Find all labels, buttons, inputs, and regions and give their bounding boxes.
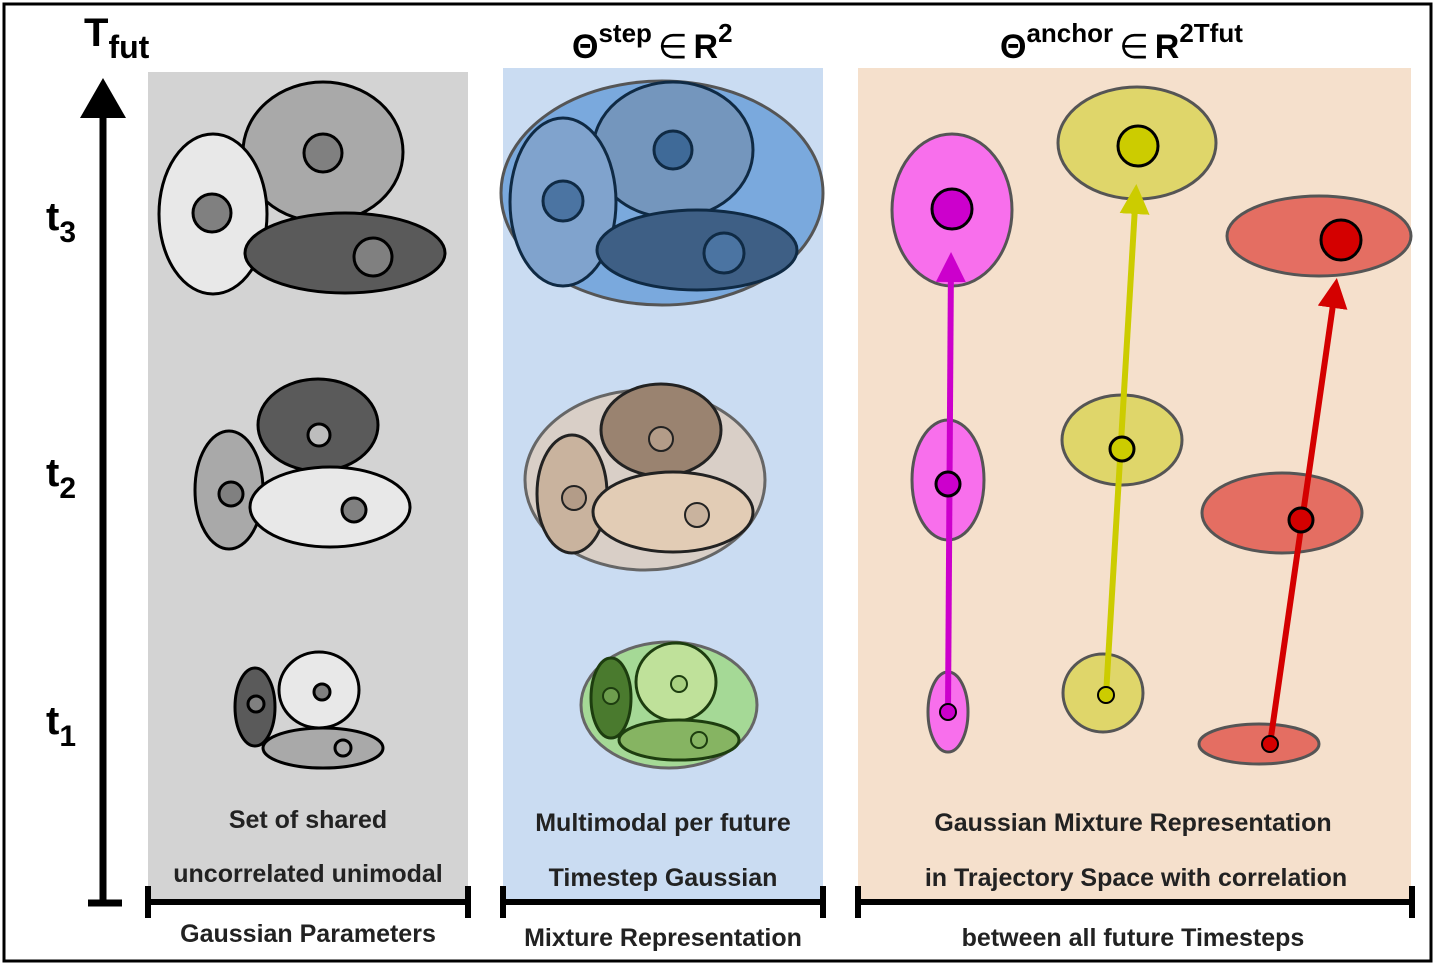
tick-t2: t2: [46, 451, 76, 505]
panel-step-gaussians: [499, 79, 825, 770]
tick-t3: t3: [46, 195, 76, 249]
anchor-point: [930, 187, 974, 231]
caption-shared-line1: Set of shared: [229, 806, 387, 834]
gaussian-mean: [340, 496, 368, 524]
gaussian-mean: [652, 129, 694, 171]
gaussian-mean: [246, 694, 266, 714]
caption-shared-line2: uncorrelated unimodal: [173, 860, 442, 888]
anchor-point: [1319, 218, 1363, 262]
gaussian-mean: [312, 682, 332, 702]
gaussian-ellipse: [595, 208, 799, 292]
time-axis: Tfut t3 t2 t1: [46, 11, 150, 907]
anchor-point: [1287, 506, 1315, 534]
anchor-ellipse: [1225, 194, 1413, 278]
panel-brackets: [145, 886, 1415, 918]
anchor-point: [939, 703, 957, 721]
caption-anchor-line2: in Trajectory Space with correlation: [925, 864, 1347, 892]
gaussian-ellipse: [591, 470, 755, 554]
anchor-ellipse: [1197, 722, 1321, 766]
gaussian-mean: [541, 179, 585, 223]
anchor-point: [1108, 435, 1136, 463]
anchor-heading: Θanchor∈R2Tfut: [1000, 18, 1243, 66]
anchor-ellipse: [1200, 471, 1364, 555]
axis-title: Tfut: [84, 11, 150, 65]
gaussian-mean: [648, 426, 674, 452]
gaussian-ellipse: [261, 726, 385, 770]
caption-anchor-line3: between all future Timesteps: [962, 924, 1305, 952]
gaussian-mean: [561, 485, 587, 511]
caption-step-line1: Multimodal per future: [535, 809, 791, 837]
gaussian-mean: [670, 675, 688, 693]
caption-shared-line3: Gaussian Parameters: [180, 920, 436, 948]
gaussian-mean: [333, 738, 353, 758]
time-axis-arrowhead: [80, 78, 126, 118]
gaussian-mean: [690, 731, 708, 749]
gaussian-ellipse: [617, 718, 741, 762]
gaussian-ellipse: [243, 211, 447, 295]
gaussian-mean: [191, 192, 233, 234]
captions: Set of shared uncorrelated unimodal Gaus…: [173, 806, 1347, 952]
anchor-point: [1097, 686, 1115, 704]
panel-anchor-gaussians: [890, 85, 1413, 766]
anchor-point: [1261, 735, 1279, 753]
step-heading: Θstep∈R2: [572, 18, 733, 66]
gaussian-mean: [702, 231, 746, 275]
gaussian-mean: [306, 422, 332, 448]
panel-shared-gaussians: [157, 80, 447, 770]
tick-t1: t1: [46, 699, 76, 753]
caption-step-line2: Timestep Gaussian: [549, 864, 778, 892]
gaussian-ellipse: [248, 465, 412, 549]
gaussian-mean: [602, 687, 620, 705]
anchor-point: [934, 470, 962, 498]
caption-step-line3: Mixture Representation: [524, 924, 802, 952]
caption-anchor-line1: Gaussian Mixture Representation: [934, 809, 1331, 837]
gaussian-mean: [302, 132, 344, 174]
gaussian-mean: [684, 502, 710, 528]
gaussian-mean: [217, 480, 245, 508]
anchor-point: [1116, 124, 1160, 168]
gaussian-mean: [352, 236, 394, 278]
